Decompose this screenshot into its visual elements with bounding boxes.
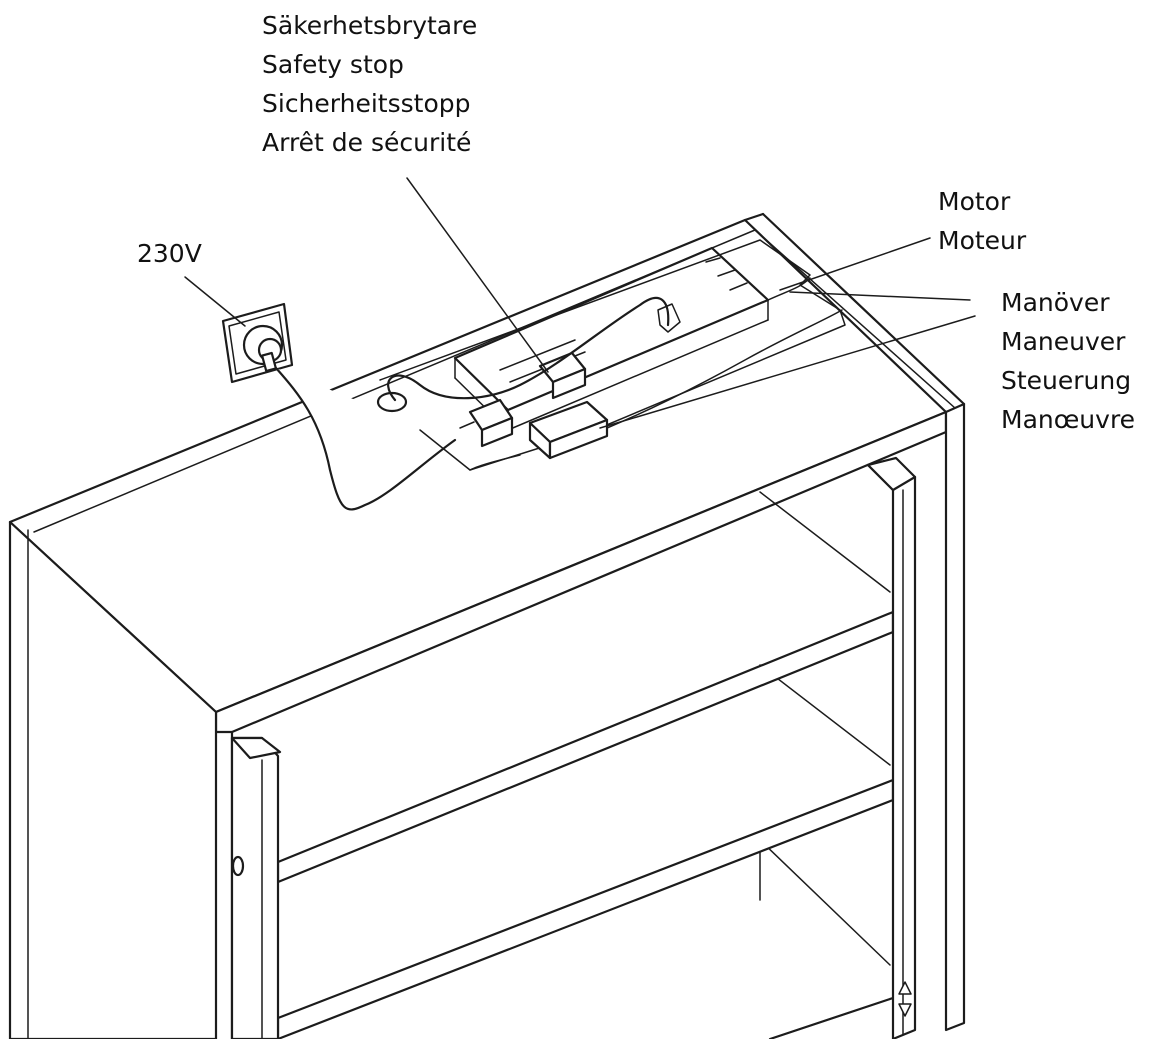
label-safety-stop: Säkerhetsbrytare Safety stop Sicherheits… <box>262 11 477 157</box>
label-maneuver-en: Maneuver <box>1001 327 1126 356</box>
maneuver-box-side <box>548 418 609 460</box>
interior-middle-diagonal <box>759 664 891 766</box>
label-motor-sv: Motor <box>938 187 1011 216</box>
power-cable <box>274 366 457 511</box>
cable-hole <box>376 391 408 413</box>
right-door <box>866 456 917 1039</box>
safety-switch-side <box>551 367 587 400</box>
leader-safety-stop <box>406 177 549 373</box>
leader-maneuver-2 <box>599 315 976 429</box>
left-door-hinge <box>231 855 245 877</box>
label-safety-stop-fr: Arrêt de sécurité <box>262 128 471 157</box>
label-voltage: 230V <box>137 239 202 268</box>
leader-lines <box>184 177 976 429</box>
tray-edge-long <box>507 319 769 431</box>
left-door-frame <box>230 736 280 1039</box>
label-safety-stop-de: Sicherheitsstopp <box>262 89 470 118</box>
label-safety-stop-sv: Säkerhetsbrytare <box>262 11 477 40</box>
interior-upper-diagonal <box>759 491 891 593</box>
label-motor: Motor Moteur <box>938 187 1027 255</box>
wall-socket-icon <box>221 302 294 384</box>
leader-maneuver-1 <box>789 291 971 301</box>
cabinet-interior <box>276 491 895 1039</box>
arrow-up-icon[interactable] <box>898 981 912 995</box>
connector-plug-side <box>480 416 514 448</box>
left-door <box>230 736 282 1039</box>
top-right-back-edge <box>761 212 966 406</box>
cabinet <box>8 212 966 1039</box>
plug-body <box>260 351 278 373</box>
interior-lower-diagonal <box>759 839 891 966</box>
leader-motor <box>779 237 931 291</box>
label-motor-fr: Moteur <box>938 226 1027 255</box>
vent-3 <box>729 282 748 291</box>
bottom-rail <box>768 996 895 1039</box>
vent-2 <box>717 269 736 277</box>
control-unit <box>376 239 846 471</box>
cabinet-left-side <box>8 520 218 1039</box>
slot-1 <box>499 339 576 371</box>
left-door-cap <box>230 736 282 760</box>
vent-1 <box>705 257 721 263</box>
cabinet-right-side <box>944 402 966 1032</box>
lower-shelf <box>276 778 895 1039</box>
bottom-cable <box>469 454 521 471</box>
right-door-frame <box>866 463 917 1039</box>
right-door-cap <box>866 456 917 492</box>
label-safety-stop-en: Safety stop <box>262 50 404 79</box>
label-maneuver-de: Steuerung <box>1001 366 1131 395</box>
loop-cable <box>387 296 670 402</box>
up-down-arrow-icon[interactable] <box>898 981 912 1017</box>
connector-pin <box>459 421 475 429</box>
label-maneuver-fr: Manœuvre <box>1001 405 1135 434</box>
maneuver-cable <box>606 309 843 429</box>
leader-230v <box>184 276 246 327</box>
label-maneuver: Manöver Maneuver Steuerung Manœuvre <box>1001 288 1135 434</box>
label-maneuver-sv: Manöver <box>1001 288 1110 317</box>
top-corner-tick <box>743 212 765 222</box>
arrow-down-icon[interactable] <box>898 1003 912 1017</box>
